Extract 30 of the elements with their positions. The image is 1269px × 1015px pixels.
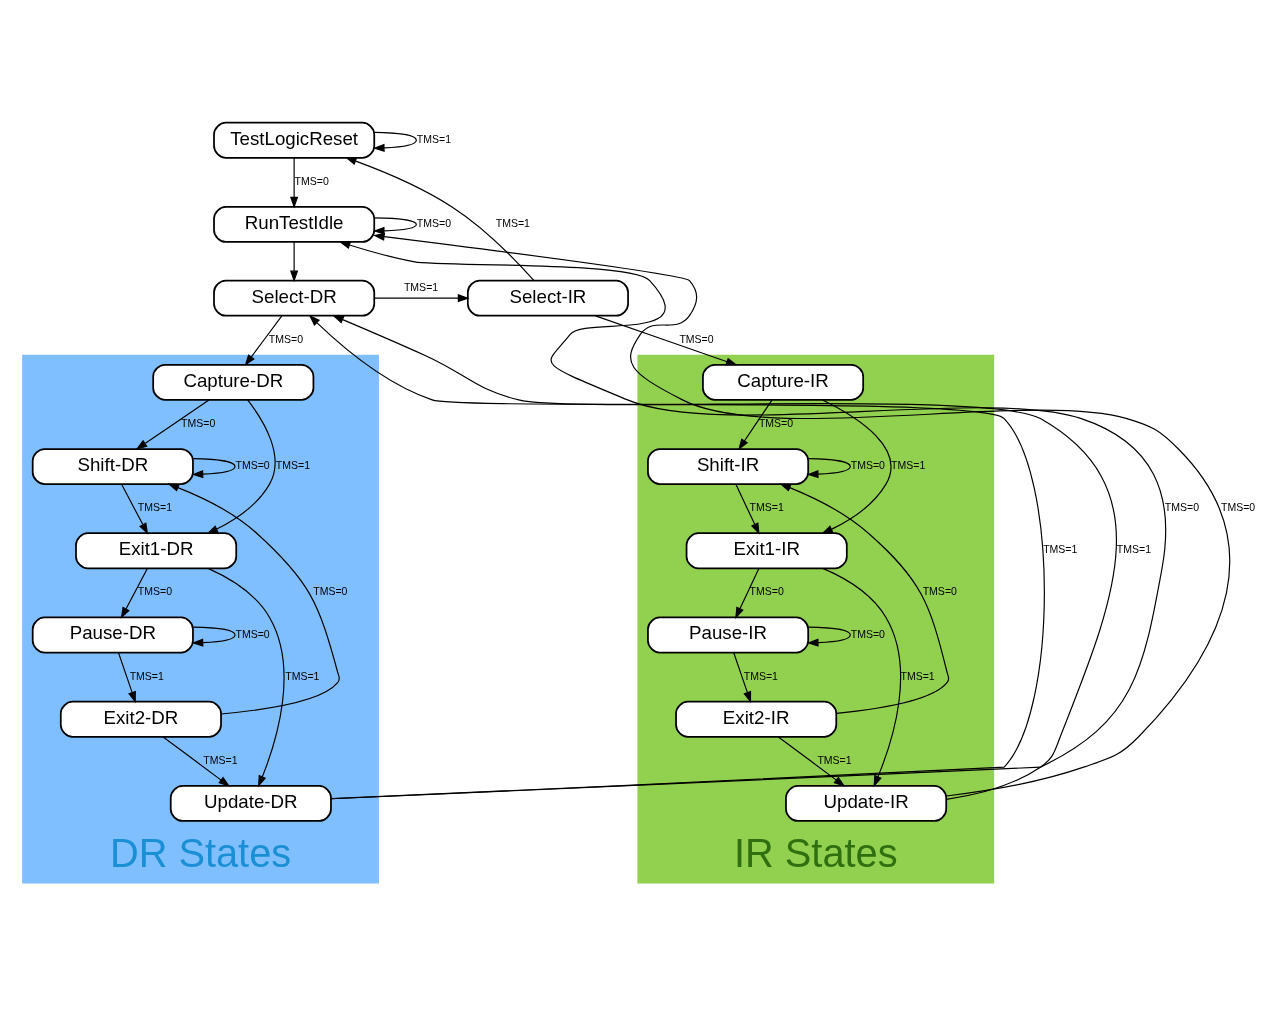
edge-label: TMS=0 xyxy=(850,627,885,640)
edge-label: TMS=1 xyxy=(891,459,926,472)
edge-label: TMS=1 xyxy=(817,753,852,766)
edge-label: TMS=1 xyxy=(137,501,173,514)
edge-label: TMS=0 xyxy=(181,417,216,430)
edge-label: TMS=1 xyxy=(403,281,439,294)
edge-label: TMS=0 xyxy=(749,585,784,598)
edge-label: TMS=1 xyxy=(749,501,784,514)
edge-label: TMS=1 xyxy=(495,217,530,230)
edge-label: TMS=1 xyxy=(203,753,238,766)
edge-label: TMS=0 xyxy=(758,417,794,430)
edge-label: TMS=0 xyxy=(137,585,173,598)
edge-label: TMS=0 xyxy=(922,585,957,598)
edge-label: TMS=0 xyxy=(850,459,885,472)
edge-label: TMS=1 xyxy=(1116,543,1152,556)
edge-label: TMS=0 xyxy=(235,459,270,472)
edge-label: TMS=1 xyxy=(285,669,320,682)
edge-label: TMS=1 xyxy=(900,669,935,682)
edge-label: TMS=0 xyxy=(1220,501,1256,514)
edge-label: TMS=0 xyxy=(1164,501,1199,514)
edge-label: TMS=1 xyxy=(275,459,311,472)
edge-label: TMS=0 xyxy=(268,332,304,345)
edge-label: TMS=1 xyxy=(1043,543,1078,556)
edge-label: TMS=0 xyxy=(416,217,451,230)
edge-label: TMS=0 xyxy=(679,332,714,345)
edge-label: TMS=1 xyxy=(743,669,778,682)
edge-label: TMS=1 xyxy=(129,669,164,682)
edge-label: TMS=1 xyxy=(416,132,451,145)
edge-label: TMS=0 xyxy=(235,627,270,640)
edge-label: TMS=0 xyxy=(313,585,348,598)
